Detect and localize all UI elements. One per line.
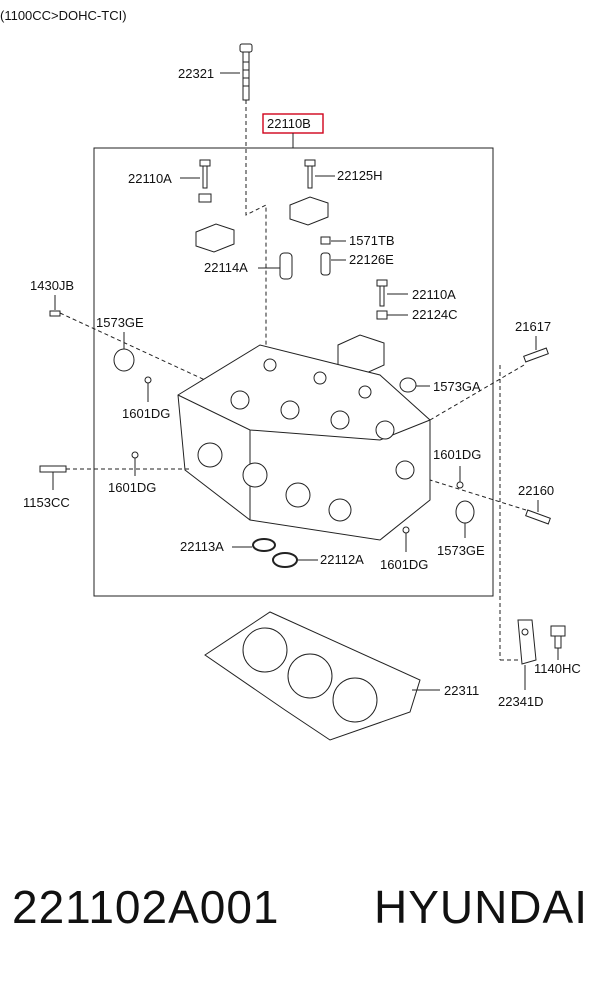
part-label-22113A[interactable]: 22113A [180, 539, 224, 554]
bracket-22341D [517, 619, 537, 665]
part-label-1601DG-1[interactable]: 1601DG [122, 406, 170, 421]
plug-1573GA [399, 377, 417, 393]
part-label-22341D[interactable]: 22341D [498, 694, 544, 709]
cap-bolt-right [289, 159, 329, 226]
part-label-22321[interactable]: 22321 [178, 66, 214, 81]
seal-22112A [272, 552, 298, 568]
bolt-1140HC [550, 625, 566, 649]
dowel-pins [320, 236, 331, 276]
part-label-22110B[interactable]: 22110B [267, 116, 311, 131]
part-label-1601DG-4[interactable]: 1601DG [380, 557, 428, 572]
part-label-22311[interactable]: 22311 [444, 683, 479, 698]
plug-1573GE-left [113, 348, 135, 372]
part-label-1601DG-2[interactable]: 1601DG [108, 480, 156, 495]
leader-bolt-down [245, 100, 267, 360]
part-label-1140HC[interactable]: 1140HC [534, 661, 581, 676]
part-label-22160[interactable]: 22160 [518, 483, 554, 498]
part-label-22114A[interactable]: 22114A [204, 260, 248, 275]
seal-22113A [252, 538, 276, 552]
part-label-1430JB[interactable]: 1430JB [30, 278, 74, 293]
part-label-1571TB[interactable]: 1571TB [349, 233, 395, 248]
part-label-22110A-right[interactable]: 22110A [412, 287, 456, 302]
cap-bolt-left [195, 159, 235, 253]
guide-22114A [279, 252, 293, 280]
head-gasket-22311 [204, 611, 421, 741]
part-label-1153CC[interactable]: 1153CC [23, 495, 70, 510]
cylinder-head [177, 344, 431, 541]
part-label-21617[interactable]: 21617 [515, 319, 551, 334]
part-label-1573GE-right[interactable]: 1573GE [437, 543, 485, 558]
cap-bolt-mid [337, 279, 388, 376]
stud-1153CC [39, 465, 67, 473]
plug-1573GE-right [455, 500, 475, 524]
brand-name: HYUNDAI [373, 881, 588, 933]
bolt-22321 [239, 43, 253, 101]
part-label-1573GE-left[interactable]: 1573GE [96, 315, 144, 330]
part-number: 221102A001 [12, 881, 280, 933]
engine-spec-caption: (1100CC>DOHC-TCI) [0, 8, 127, 23]
part-label-1601DG-3[interactable]: 1601DG [433, 447, 481, 462]
part-label-22110A-top[interactable]: 22110A [128, 171, 172, 186]
part-label-22125H[interactable]: 22125H [337, 168, 383, 183]
stud-21617 [523, 347, 549, 363]
part-label-22124C[interactable]: 22124C [412, 307, 458, 322]
pin-1430JB [49, 310, 61, 317]
stud-22160 [525, 509, 551, 525]
part-label-22112A[interactable]: 22112A [320, 552, 364, 567]
part-label-22126E[interactable]: 22126E [349, 252, 394, 267]
part-label-1573GA[interactable]: 1573GA [433, 379, 481, 394]
